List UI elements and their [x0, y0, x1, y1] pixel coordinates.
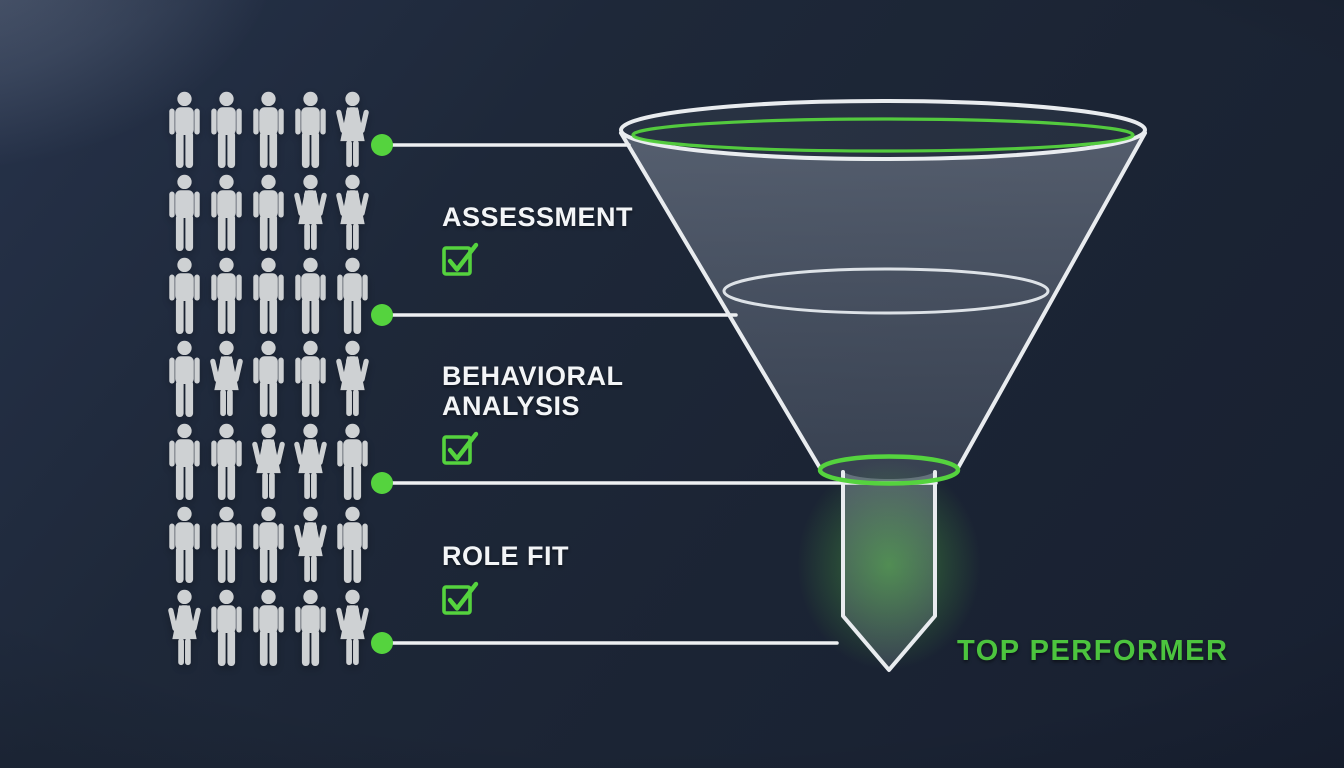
crowd-row: [166, 174, 371, 251]
funnel-left-wall: [619, 131, 822, 470]
stage-label: BEHAVIORAL ANALYSIS: [442, 361, 624, 422]
person-icon-male: [292, 589, 329, 666]
person-icon-male: [166, 174, 203, 251]
funnel-middle-ring: [722, 267, 1050, 315]
person-icon-female: [334, 340, 371, 417]
person-icon-male: [292, 257, 329, 334]
person-icon-male: [166, 340, 203, 417]
person-icon-male: [292, 91, 329, 168]
funnel-top-green-ring: [631, 117, 1135, 153]
person-icon-male: [166, 506, 203, 583]
checked-checkbox-icon: [442, 432, 479, 466]
person-icon-female: [292, 423, 329, 500]
person-icon-male: [250, 589, 287, 666]
stage-role-fit: ROLE FIT: [442, 541, 692, 616]
top-performer-label: TOP PERFORMER: [957, 635, 1229, 667]
person-icon-female: [166, 589, 203, 666]
stage-label: ROLE FIT: [442, 541, 569, 571]
person-icon-male: [208, 423, 245, 500]
connector-dot: [371, 472, 393, 494]
person-icon-male: [250, 340, 287, 417]
funnel-right-wall: [956, 131, 1147, 470]
person-icon-male: [166, 423, 203, 500]
person-icon-male: [334, 423, 371, 500]
person-icon-male: [250, 174, 287, 251]
connector-4: [371, 632, 839, 654]
person-icon-female: [334, 91, 371, 168]
person-icon-male: [250, 257, 287, 334]
connector-dot: [371, 304, 393, 326]
person-icon-male: [166, 91, 203, 168]
connector-dot: [371, 632, 393, 654]
crowd-row: [166, 423, 371, 500]
person-icon-male: [208, 589, 245, 666]
stage-assessment: ASSESSMENT: [442, 202, 692, 277]
stage-behavioral-analysis: BEHAVIORAL ANALYSIS: [442, 361, 687, 466]
connector-2: [371, 304, 738, 326]
stage-label: ASSESSMENT: [442, 202, 634, 232]
person-icon-male: [208, 91, 245, 168]
person-icon-female: [250, 423, 287, 500]
crowd-row: [166, 340, 371, 417]
connector-dot: [371, 134, 393, 156]
person-icon-male: [208, 506, 245, 583]
performer-glow: [797, 460, 981, 670]
person-icon-female: [208, 340, 245, 417]
person-icon-male: [166, 257, 203, 334]
funnel-body: [621, 130, 1145, 484]
person-icon-male: [334, 257, 371, 334]
person-icon-male: [334, 506, 371, 583]
funnel-top-rim: [619, 99, 1147, 161]
connector-3: [371, 472, 938, 494]
checked-checkbox-icon: [442, 582, 479, 616]
person-icon-male: [250, 91, 287, 168]
crowd-row: [166, 589, 371, 666]
person-icon-female: [334, 174, 371, 251]
person-icon-female: [292, 506, 329, 583]
person-icon-male: [292, 340, 329, 417]
person-icon-male: [208, 174, 245, 251]
crowd-row: [166, 506, 371, 583]
funnel-neck-outline: [841, 470, 937, 672]
funnel-top-opening: [621, 101, 1145, 159]
candidate-crowd: [166, 91, 371, 666]
person-icon-female: [334, 589, 371, 666]
person-icon-female: [292, 174, 329, 251]
funnel-neck-green-ring: [817, 454, 961, 486]
person-icon-male: [250, 506, 287, 583]
checked-checkbox-icon: [442, 243, 479, 277]
connector-1: [371, 134, 631, 156]
crowd-row: [166, 257, 371, 334]
crowd-row: [166, 91, 371, 168]
person-icon-male: [208, 257, 245, 334]
